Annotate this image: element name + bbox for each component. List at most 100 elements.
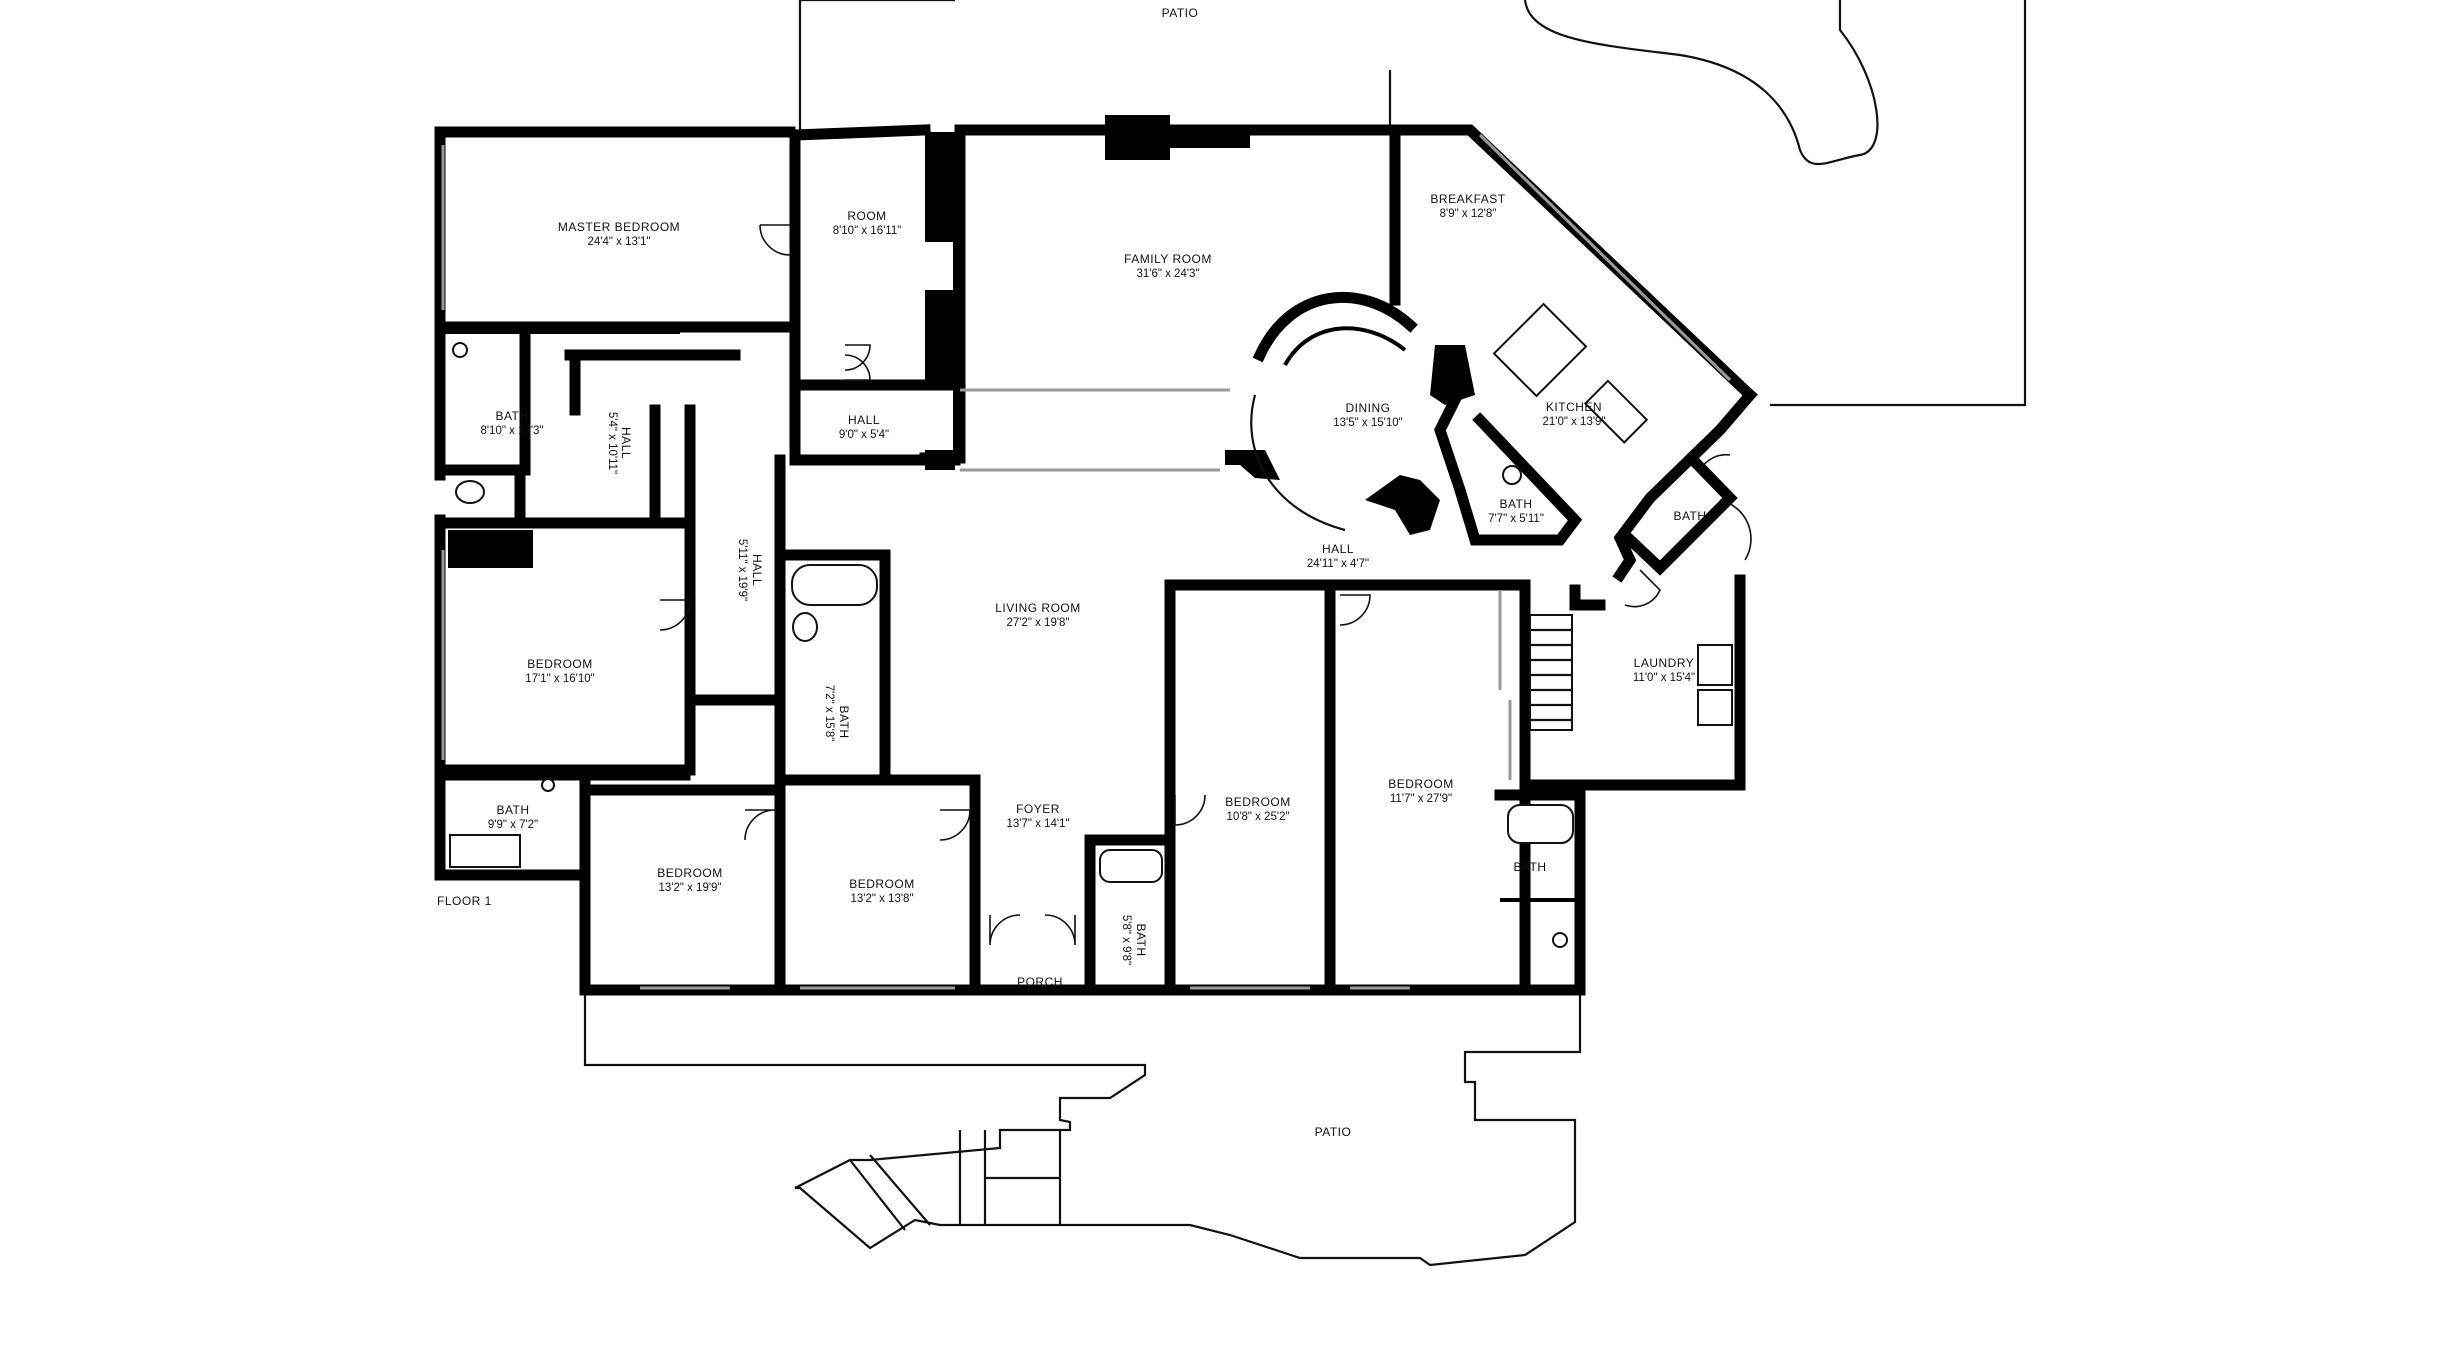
fireplace-west bbox=[448, 530, 533, 568]
door-master bbox=[759, 224, 791, 256]
hall-top-dim: 9'0" x 5'4" bbox=[839, 429, 889, 441]
room-labels: MASTER BEDROOM 24'4" x 13'1" ROOM 8'10" … bbox=[480, 192, 1706, 965]
windows bbox=[441, 133, 1732, 990]
bedroom-mid-right-name: BEDROOM bbox=[1225, 795, 1291, 809]
foyer-dim: 13'7" x 14'1" bbox=[1006, 818, 1069, 830]
bath-foyer-name: BATH bbox=[1134, 923, 1148, 956]
door-bedroom-s bbox=[939, 809, 971, 841]
hall-long-name: HALL bbox=[1322, 542, 1354, 556]
porch-label: PORCH bbox=[1017, 975, 1063, 989]
laundry-name: LAUNDRY bbox=[1634, 656, 1695, 670]
bedroom-sw-dim: 13'2" x 19'9" bbox=[658, 882, 721, 894]
exterior-walls bbox=[434, 124, 1758, 996]
bedroom-east-name: BEDROOM bbox=[1388, 777, 1454, 791]
patio-bottom-label: PATIO bbox=[1315, 1125, 1352, 1139]
door-bedroom-mid bbox=[1174, 794, 1206, 826]
dining-curve-inner bbox=[1283, 326, 1407, 366]
column-family-left-mid bbox=[925, 290, 955, 390]
stair-lines bbox=[1530, 628, 1572, 722]
fireplace-hearth bbox=[1170, 128, 1250, 148]
dining-name: DINING bbox=[1346, 401, 1391, 415]
fixtures bbox=[449, 302, 1733, 948]
bedroom-east-dim: 11'7" x 27'9" bbox=[1390, 793, 1452, 805]
sink-master bbox=[452, 342, 468, 358]
dining-curve-outer bbox=[1252, 291, 1418, 363]
dining-pier-left bbox=[1225, 450, 1280, 480]
column-family-left-top bbox=[925, 132, 955, 242]
dining-curve bbox=[1250, 291, 1418, 532]
bath-master-dim: 8'10" x 13'3" bbox=[480, 425, 543, 437]
door-kitchen-east bbox=[1719, 499, 1752, 561]
kitchen-island bbox=[1492, 302, 1588, 398]
family-room-dim: 31'6" x 24'3" bbox=[1136, 268, 1199, 280]
bath-laundry-name: BATH bbox=[1673, 509, 1706, 523]
dining-dim: 13'5" x 15'10" bbox=[1333, 417, 1402, 429]
bedroom-sw-name: BEDROOM bbox=[657, 866, 723, 880]
door-bedroom-east bbox=[1339, 594, 1371, 626]
bedroom-west-dim: 17'1" x 16'10" bbox=[525, 673, 594, 685]
bath-foyer-dim: 5'8" x 9'8" bbox=[1120, 915, 1132, 965]
bath-sw-dim: 9'9" x 7'2" bbox=[488, 819, 538, 831]
bath-sw-tub bbox=[449, 834, 521, 868]
kitchen-dim: 21'0" x 13'9" bbox=[1542, 416, 1605, 428]
floor-label: FLOOR 1 bbox=[437, 894, 492, 908]
kitchen-counter bbox=[1583, 379, 1649, 444]
wall-top-mid bbox=[789, 124, 931, 141]
column-family-left-bottom bbox=[925, 450, 955, 470]
sink-kitchen-bath bbox=[1502, 465, 1522, 485]
patio-steps-outline bbox=[849, 1130, 1062, 1231]
door-hall-top bbox=[844, 354, 871, 381]
wall-laundry-south bbox=[1524, 574, 1746, 791]
bath-center-name: BATH bbox=[837, 705, 851, 738]
room-name: ROOM bbox=[847, 209, 886, 223]
toilet-center bbox=[792, 612, 818, 642]
hall-small-dim: 5'4" x 10'11" bbox=[606, 412, 618, 474]
master-bedroom-dim: 24'4" x 13'1" bbox=[587, 236, 650, 248]
door-front-right bbox=[1044, 914, 1076, 946]
bedroom-mid-right-dim: 10'8" x 25'2" bbox=[1226, 811, 1289, 823]
hall-vertical-dim: 5'11" x 19'9" bbox=[736, 539, 748, 601]
bedroom-west-name: BEDROOM bbox=[527, 657, 593, 671]
sink-bath-sw bbox=[541, 778, 555, 792]
bath-center-dim: 7'2" x 15'8" bbox=[823, 685, 835, 742]
dining-curve-arc bbox=[1250, 394, 1346, 532]
wall-west-bath bbox=[434, 769, 591, 996]
patio-top-outline bbox=[798, 0, 1392, 130]
exterior-outlines bbox=[583, 0, 2027, 1267]
bath-east-name: BATH bbox=[1513, 860, 1546, 874]
wall-bath-laundry-box bbox=[1617, 454, 1738, 576]
bathtub-center bbox=[791, 564, 878, 606]
bath-master-name: BATH bbox=[495, 409, 528, 423]
bath-kitchen-name: BATH bbox=[1499, 497, 1532, 511]
breakfast-dim: 8'9" x 12'8" bbox=[1440, 208, 1497, 220]
master-bedroom-name: MASTER BEDROOM bbox=[558, 220, 680, 234]
family-room-name: FAMILY ROOM bbox=[1124, 252, 1212, 266]
door-bedroom-sw bbox=[744, 809, 776, 841]
door-laundry bbox=[1624, 569, 1661, 608]
laundry-washer bbox=[1697, 644, 1733, 686]
bedroom-s-name: BEDROOM bbox=[849, 877, 915, 891]
wall-laundry-left bbox=[1569, 584, 1606, 611]
patio-top-label: PATIO bbox=[1162, 6, 1199, 20]
bedroom-s-dim: 13'2" x 13'8" bbox=[850, 893, 913, 905]
living-room-dim: 27'2" x 19'8" bbox=[1006, 617, 1069, 629]
sink-east bbox=[1552, 932, 1568, 948]
hall-vertical-name: HALL bbox=[750, 554, 764, 586]
door-room bbox=[844, 344, 871, 371]
laundry-dim: 11'0" x 15'4" bbox=[1633, 672, 1695, 684]
fireplace-block bbox=[1105, 115, 1170, 160]
kitchen-name: KITCHEN bbox=[1546, 400, 1602, 414]
stair-treads bbox=[1529, 614, 1573, 731]
living-room-name: LIVING ROOM bbox=[995, 601, 1081, 615]
door-front-left bbox=[989, 914, 1021, 946]
wall-kitchen-east bbox=[1612, 387, 1758, 583]
hall-long-dim: 24'11" x 4'7" bbox=[1307, 558, 1369, 570]
foyer-name: FOYER bbox=[1016, 802, 1060, 816]
patio-right-outline bbox=[1770, 0, 2027, 407]
room-dim: 8'10" x 16'11" bbox=[833, 225, 902, 237]
window-breakfast bbox=[1478, 133, 1732, 382]
wall-kitchen-bath-box bbox=[1434, 392, 1583, 546]
patio-bottom-outline bbox=[583, 995, 1582, 1267]
landscape-curve bbox=[1523, 0, 1879, 166]
